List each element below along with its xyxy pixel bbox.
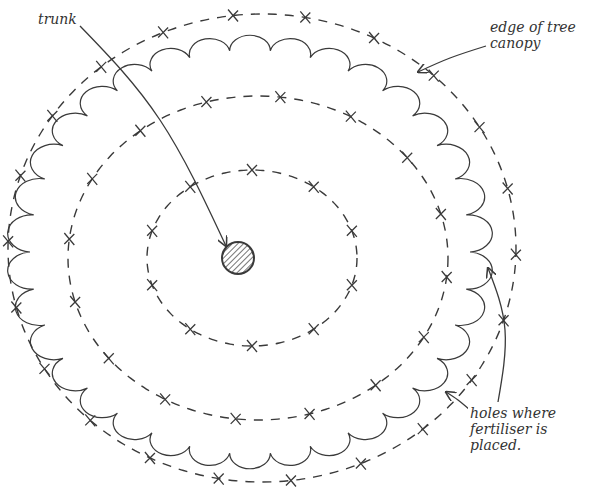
fertiliser-hole [442, 271, 452, 283]
fertiliser-hole [503, 183, 513, 195]
fertiliser-hole [247, 164, 257, 176]
fertiliser-hole [185, 181, 195, 193]
fertiliser-hole [104, 352, 114, 364]
fertiliser-hole [147, 225, 157, 237]
leader-line [80, 26, 226, 246]
fertiliser-hole [201, 96, 211, 108]
fertiliser-hole [160, 393, 170, 405]
fertiliser-hole [64, 233, 74, 245]
fertiliser-hole [228, 10, 238, 22]
fertiliser-hole [247, 340, 257, 352]
fertiliser-hole [158, 26, 168, 38]
fertiliser-hole [147, 279, 157, 291]
fertiliser-hole [87, 173, 97, 185]
fertiliser-hole [300, 11, 310, 23]
fertiliser-hole [356, 458, 366, 470]
fertiliser-hole [347, 279, 357, 291]
fertiliser-hole [96, 61, 106, 73]
fertiliser-hole [475, 121, 485, 133]
fertiliser-hole [185, 323, 195, 335]
leader-line [446, 392, 470, 410]
fertiliser-hole [305, 408, 315, 420]
fertiliser-hole [39, 363, 49, 375]
fertiliser-hole [214, 473, 224, 485]
dashed-ring [147, 170, 357, 346]
fertiliser-hole [436, 208, 446, 220]
fertiliser-hole [419, 331, 429, 343]
fertiliser-hole [346, 111, 356, 123]
fertiliser-hole [47, 110, 57, 122]
fertiliser-hole [70, 296, 80, 308]
fertiliser-hole [135, 125, 145, 137]
callout-label: edge of tree canopy [488, 18, 588, 52]
fertiliser-hole [429, 70, 439, 82]
fertiliser-hole [286, 474, 296, 486]
fertiliser-hole [309, 323, 319, 335]
fertiliser-hole [402, 152, 412, 164]
canopy-edge [8, 35, 493, 469]
callout-label: holes where fertiliser is placed. [468, 404, 572, 454]
fertiliser-hole [275, 91, 285, 103]
dashed-ring [8, 14, 516, 482]
fertiliser-hole [231, 413, 241, 425]
fertiliser-hole [145, 452, 155, 464]
leader-line [488, 268, 505, 402]
dashed-ring [68, 96, 448, 420]
fertiliser-hole [369, 32, 379, 44]
fertiliser-hole [418, 423, 428, 435]
fertiliser-hole [347, 225, 357, 237]
fertiliser-hole [15, 170, 25, 182]
trunk-symbol [222, 242, 254, 274]
leader-line [418, 46, 486, 72]
fertiliser-hole [371, 379, 381, 391]
callout-label: trunk [36, 10, 79, 28]
fertiliser-hole [511, 249, 521, 261]
fertiliser-hole [467, 374, 477, 386]
fertiliser-hole [309, 181, 319, 193]
